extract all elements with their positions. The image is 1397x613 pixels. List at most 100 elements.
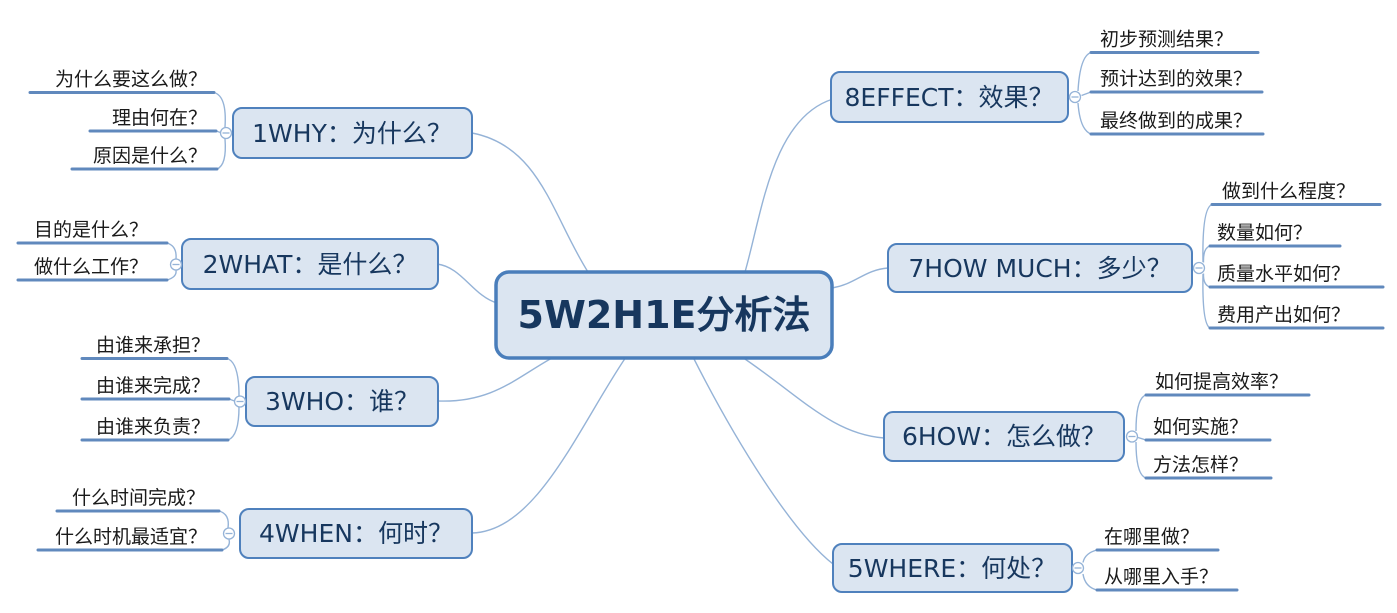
child-brace (1202, 245, 1211, 263)
child-brace (1135, 394, 1147, 432)
child-node[interactable]: 从哪里入手？ (1095, 566, 1239, 592)
connector-when (471, 356, 627, 534)
connector-where (692, 356, 834, 565)
topic-node-who[interactable]: 3WHO：谁？ (245, 376, 439, 427)
child-node[interactable]: 预计达到的效果？ (1089, 68, 1264, 94)
topic-label-effect: 8EFFECT：效果？ (845, 83, 1054, 112)
child-brace (226, 357, 240, 397)
child-node[interactable]: 质量水平如何？ (1208, 263, 1385, 289)
branch-how: 6HOW：怎么做？ 如何提高效率？ 如何实施？ 方法怎样？ (883, 371, 1311, 480)
central-topic-box[interactable] (494, 270, 834, 360)
child-label: 为什么要这么做？ (55, 69, 207, 91)
topic-node-when[interactable]: 4WHEN：何时？ (239, 508, 473, 559)
child-brace (166, 242, 177, 259)
child-brace (1202, 203, 1213, 263)
child-label: 由谁来完成？ (96, 375, 210, 397)
child-label: 预计达到的效果？ (1100, 68, 1252, 90)
connector-why (471, 132, 589, 273)
child-node[interactable]: 为什么要这么做？ (28, 69, 216, 94)
child-node[interactable]: 由谁来承担？ (80, 335, 229, 360)
child-node[interactable]: 由谁来完成？ (80, 375, 231, 401)
child-label: 什么时机最适宜？ (55, 526, 207, 548)
child-brace (1082, 573, 1098, 591)
child-node[interactable]: 费用产出如何？ (1208, 304, 1385, 330)
topic-node-where[interactable]: 5WHERE：何处？ (832, 543, 1073, 593)
child-label: 如何提高效率？ (1155, 371, 1288, 393)
child-brace (213, 91, 226, 128)
child-node[interactable]: 在哪里做？ (1095, 526, 1220, 552)
connector-what (436, 263, 498, 304)
child-node[interactable]: 理由何在？ (88, 107, 218, 133)
child-node[interactable]: 由谁来负责？ (80, 416, 230, 442)
child-node[interactable]: 什么时机最适宜？ (36, 526, 224, 552)
child-brace (1077, 102, 1092, 135)
child-node[interactable]: 初步预测结果？ (1089, 29, 1260, 54)
child-label: 最终做到的成果？ (1100, 110, 1252, 132)
branch-howmuch: 7HOW MUCH：多少？ 做到什么程度？ 数量如何？ 质量水平如何？ 费用产出… (887, 181, 1385, 330)
child-node[interactable]: 什么时间完成？ (55, 487, 221, 513)
child-label: 做什么工作？ (34, 256, 148, 278)
topic-node-effect[interactable]: 8EFFECT：效果？ (830, 71, 1069, 123)
child-label: 什么时间完成？ (72, 487, 205, 509)
branch-why: 1WHY：为什么？ 为什么要这么做？ 理由何在？ 原因是什么？ (28, 69, 473, 171)
central-topic-label: 5W2H1E分析法 (518, 293, 811, 337)
child-brace (227, 406, 240, 441)
child-node[interactable]: 做什么工作？ (16, 256, 169, 282)
topic-label-who: 3WHO：谁？ (265, 387, 419, 416)
child-brace (1077, 51, 1092, 92)
child-brace (1202, 273, 1211, 288)
connector-howmuch (831, 267, 889, 289)
topic-box-effect[interactable] (830, 71, 1069, 123)
central-topic-node[interactable]: 5W2H1E分析法 (494, 270, 834, 360)
child-node[interactable]: 方法怎样？ (1144, 454, 1273, 480)
topic-label-how: 6HOW：怎么做？ (902, 422, 1106, 451)
topic-label-why: 1WHY：为什么？ (252, 119, 452, 148)
topic-box-howmuch[interactable] (887, 243, 1193, 293)
branch-what: 2WHAT：是什么？ 目的是什么？ 做什么工作？ (16, 219, 439, 290)
child-label: 目的是什么？ (34, 219, 148, 241)
child-label: 初步预测结果？ (1100, 29, 1233, 51)
connector-who (437, 357, 553, 402)
child-node[interactable]: 如何提高效率？ (1144, 371, 1311, 397)
topic-label-what: 2WHAT：是什么？ (203, 250, 418, 279)
topic-box-how[interactable] (883, 411, 1125, 462)
child-label: 原因是什么？ (93, 145, 207, 167)
topic-node-what[interactable]: 2WHAT：是什么？ (181, 238, 439, 290)
child-node[interactable]: 做到什么程度？ (1210, 181, 1382, 206)
topic-node-how[interactable]: 6HOW：怎么做？ (883, 411, 1125, 462)
topic-label-where: 5WHERE：何处？ (848, 554, 1056, 583)
child-node[interactable]: 目的是什么？ (16, 219, 169, 245)
child-label: 数量如何？ (1217, 222, 1312, 244)
child-brace (216, 138, 227, 170)
child-node[interactable]: 原因是什么？ (70, 145, 219, 171)
connector-effect (744, 98, 834, 273)
child-brace (221, 539, 231, 551)
topic-node-why[interactable]: 1WHY：为什么？ (232, 107, 473, 159)
child-brace (1082, 549, 1098, 563)
branch-when: 4WHEN：何时？ 什么时间完成？ 什么时机最适宜？ (36, 487, 473, 559)
child-label: 方法怎样？ (1153, 454, 1248, 476)
child-node[interactable]: 数量如何？ (1208, 222, 1342, 248)
child-label: 从哪里入手？ (1104, 566, 1218, 588)
child-label: 在哪里做？ (1104, 526, 1199, 548)
child-label: 理由何在？ (112, 107, 207, 129)
topic-box-why[interactable] (232, 107, 473, 159)
child-brace (1081, 91, 1092, 97)
child-brace (166, 270, 177, 281)
child-label: 质量水平如何？ (1217, 263, 1350, 285)
topic-box-when[interactable] (239, 508, 473, 559)
child-brace (1202, 273, 1211, 329)
child-label: 由谁来承担？ (96, 335, 210, 357)
child-node[interactable]: 如何实施？ (1144, 416, 1272, 442)
child-brace (1135, 441, 1147, 479)
child-label: 如何实施？ (1153, 416, 1248, 438)
topic-label-howmuch: 7HOW MUCH：多少？ (908, 254, 1171, 283)
connector-how (741, 356, 885, 439)
branch-who: 3WHO：谁？ 由谁来承担？ 由谁来完成？ 由谁来负责？ (80, 335, 439, 442)
child-node[interactable]: 最终做到的成果？ (1089, 110, 1265, 136)
topic-node-howmuch[interactable]: 7HOW MUCH：多少？ (887, 243, 1193, 293)
child-brace (218, 510, 229, 529)
child-label: 由谁来负责？ (96, 416, 210, 438)
